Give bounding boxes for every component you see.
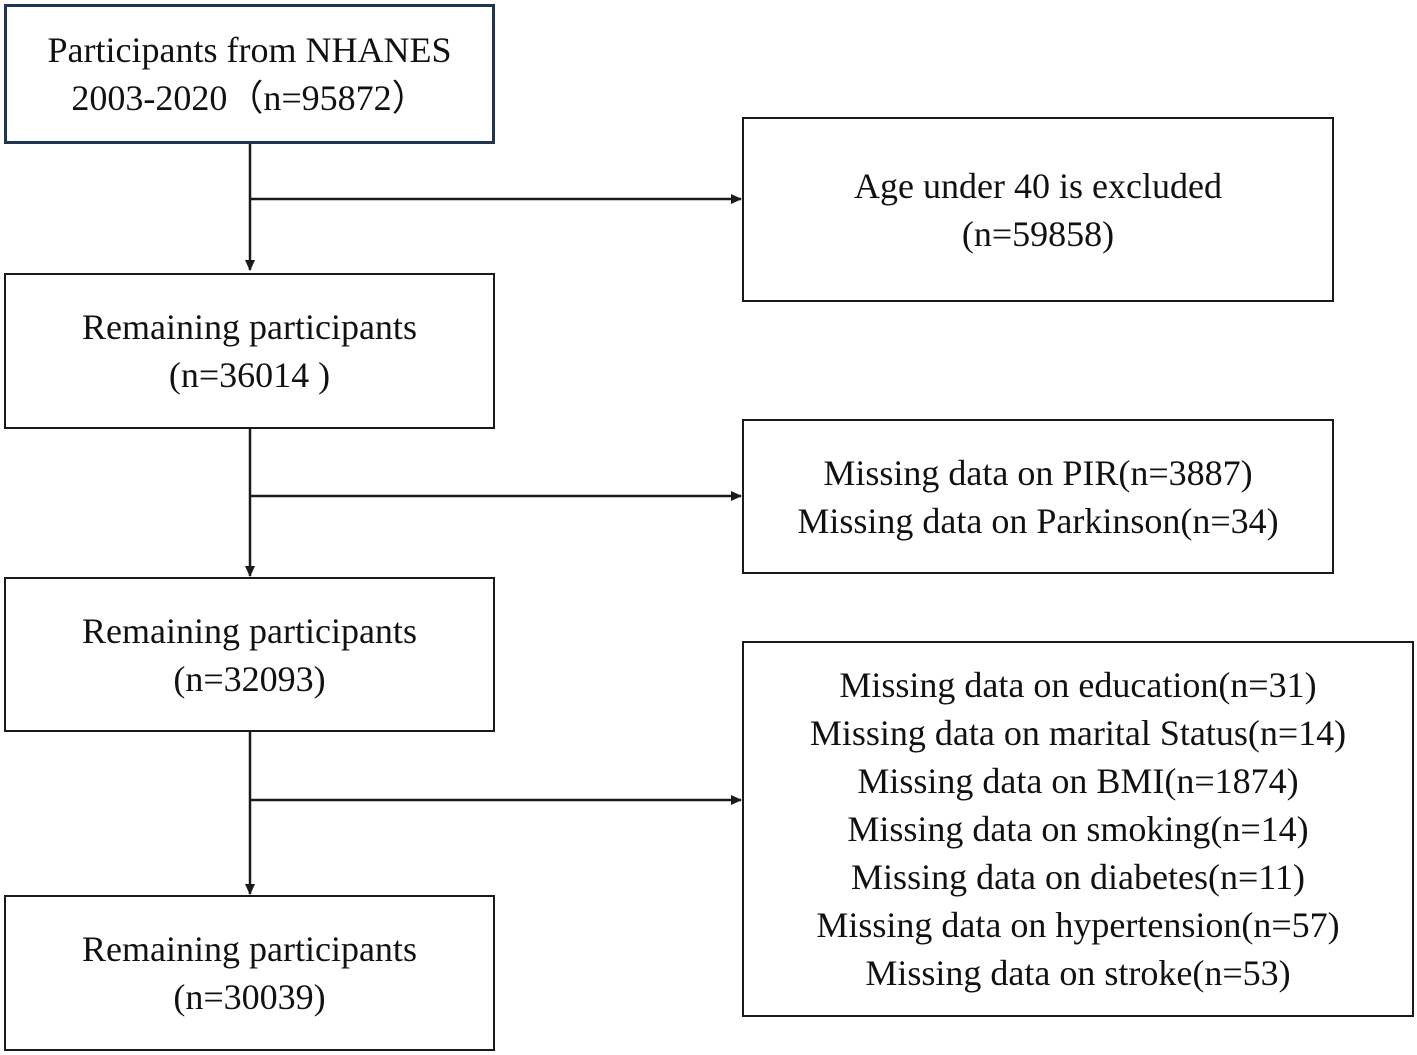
box-exclude-pir-parkinson: Missing data on PIR(n=3887) Missing data… [742,419,1334,574]
box-remaining-3-line-2: (n=30039) [173,977,326,1017]
box-exclude-stroke-line: Missing data on stroke(n=53) [865,953,1291,993]
box-exclude-age-line-2: (n=59858) [961,213,1115,254]
box-remaining-2-line-1: Remaining participants [82,610,417,651]
box-exclude-marital-status-line: Missing data on marital Status(n=14) [809,713,1347,753]
box-exclude-education-line: Missing data on education(n=31) [839,665,1317,705]
box-remaining-2-line-2: (n=32093) [173,658,326,699]
box-exclude-age-line-1: Age under 40 is excluded [854,165,1222,206]
box-remaining-1: Remaining participants (n=36014 ) [4,273,495,429]
box-remaining-1-line-1: Remaining participants [82,307,417,347]
box-exclude-age: Age under 40 is excluded (n=59858) [742,117,1334,302]
box-exclude-smoking-line: Missing data on smoking(n=14) [847,809,1309,849]
box-exclude-hypertension-line: Missing data on hypertension(n=57) [816,905,1340,945]
box-start-line-2: 2003-2020（n=95872） [71,78,428,118]
box-remaining-3: Remaining participants (n=30039) [4,895,495,1051]
box-start-line-1: Participants from NHANES [47,30,452,70]
box-exclude-pir-line: Missing data on PIR(n=3887) [823,452,1253,493]
box-exclude-bmi-line: Missing data on BMI(n=1874) [857,761,1299,801]
box-start-participants: Participants from NHANES 2003-2020（n=958… [4,4,495,144]
box-remaining-3-line-1: Remaining participants [82,929,417,969]
box-exclude-covariates: Missing data on education(n=31) Missing … [742,641,1414,1017]
box-remaining-2: Remaining participants (n=32093) [4,577,495,732]
box-exclude-parkinson-line: Missing data on Parkinson(n=34) [797,500,1279,541]
box-exclude-diabetes-line: Missing data on diabetes(n=11) [851,857,1305,897]
box-remaining-1-line-2: (n=36014 ) [168,355,331,395]
